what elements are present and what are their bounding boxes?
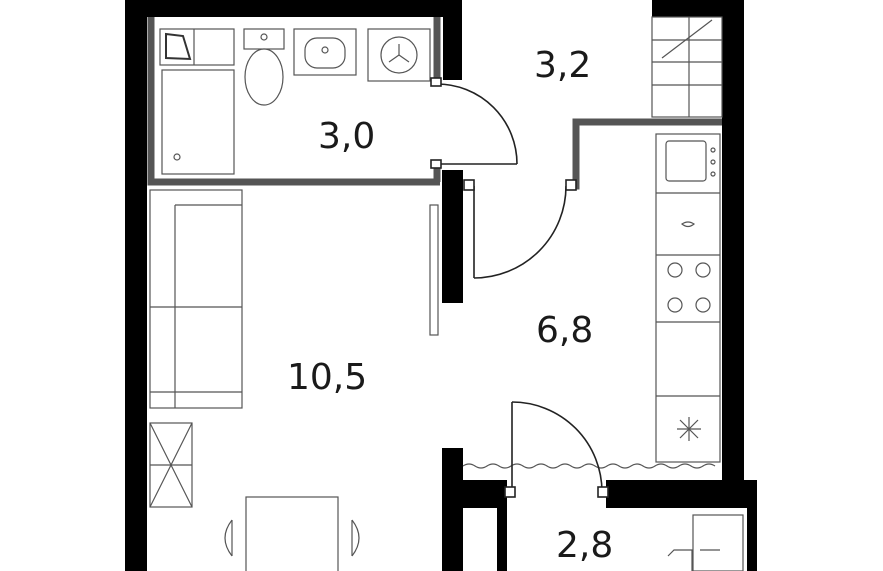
hob-burner-1 (667, 262, 683, 278)
bathroom-door-hinge-bottom (430, 159, 442, 169)
wall-middle (442, 170, 463, 303)
bathroom-door-swing (436, 83, 518, 165)
sink-tap-3 (710, 171, 716, 177)
kitchen-door-swing (473, 185, 567, 279)
room-labels: 3,2 3,0 6,8 10,5 2,8 (287, 45, 613, 566)
bathroom-area-label: 3,0 (318, 116, 375, 157)
balcony-door-swing (511, 401, 603, 493)
balcony-door-hinge-right (597, 486, 609, 498)
curtain-line (462, 463, 716, 469)
sink-counter (293, 28, 357, 76)
hob-burner-3 (667, 297, 683, 313)
kitchen-door-hinge-right (565, 179, 577, 191)
wall-right-top (652, 0, 724, 17)
washing-drum-icon (380, 36, 418, 74)
living-furniture (149, 189, 439, 571)
drum-line-2 (388, 54, 400, 63)
kitchen-area-label: 6,8 (536, 310, 593, 351)
sink-bowl (304, 37, 346, 69)
wall-balcony-right (747, 480, 757, 571)
sink-tap-1 (710, 147, 716, 153)
doors (430, 77, 609, 498)
wardrobe-body (651, 16, 723, 118)
tv-panel (429, 204, 439, 336)
bathroom-fixtures (159, 28, 431, 175)
kitchen-sink-icon (665, 140, 707, 182)
water-drop-icon (680, 221, 696, 228)
shower-tray (161, 69, 235, 175)
kitchen-units (655, 133, 721, 463)
balcony-furniture (667, 514, 744, 571)
balcony-door-hinge-left (504, 486, 516, 498)
shower-head-icon (165, 32, 192, 61)
wall-top-left (125, 0, 445, 17)
bathroom-partition (147, 17, 440, 186)
wardrobe (651, 16, 723, 118)
sink-tap-2 (710, 159, 716, 165)
kitchen-counter (655, 133, 721, 463)
fridge-snowflake-icon (677, 417, 701, 441)
hob-burner-4 (695, 297, 711, 313)
balcony-chair (667, 549, 693, 571)
wall-balcony-mid (497, 480, 507, 571)
toilet-flush-icon (260, 33, 268, 41)
toilet-tank (243, 28, 285, 50)
shower-drain (173, 153, 181, 161)
bathroom-door-hinge-top (430, 77, 442, 87)
exterior-walls (125, 0, 757, 571)
wall-bottom-left (442, 448, 463, 571)
dining-table (245, 496, 339, 571)
wall-top-stub (443, 0, 462, 80)
hall-area-label: 3,2 (534, 45, 591, 86)
kitchen-door-hinge-left (463, 179, 475, 191)
wall-bottom-mid (442, 480, 507, 508)
wall-right (722, 0, 744, 483)
living-area-label: 10,5 (287, 357, 367, 398)
chair-left (224, 519, 233, 557)
chair-right (351, 519, 360, 557)
wall-left (125, 0, 147, 571)
toilet-bowl (244, 48, 284, 106)
balcony-table (692, 514, 744, 571)
hob-burner-2 (695, 262, 711, 278)
sink-drain-icon (321, 46, 329, 54)
sofa (149, 189, 243, 409)
wardrobe-diagonal (661, 19, 713, 59)
snow-4 (679, 419, 699, 439)
wall-bottom-right (606, 480, 756, 508)
drum-line-3 (398, 54, 410, 63)
balcony-area-label: 2,8 (556, 525, 613, 566)
